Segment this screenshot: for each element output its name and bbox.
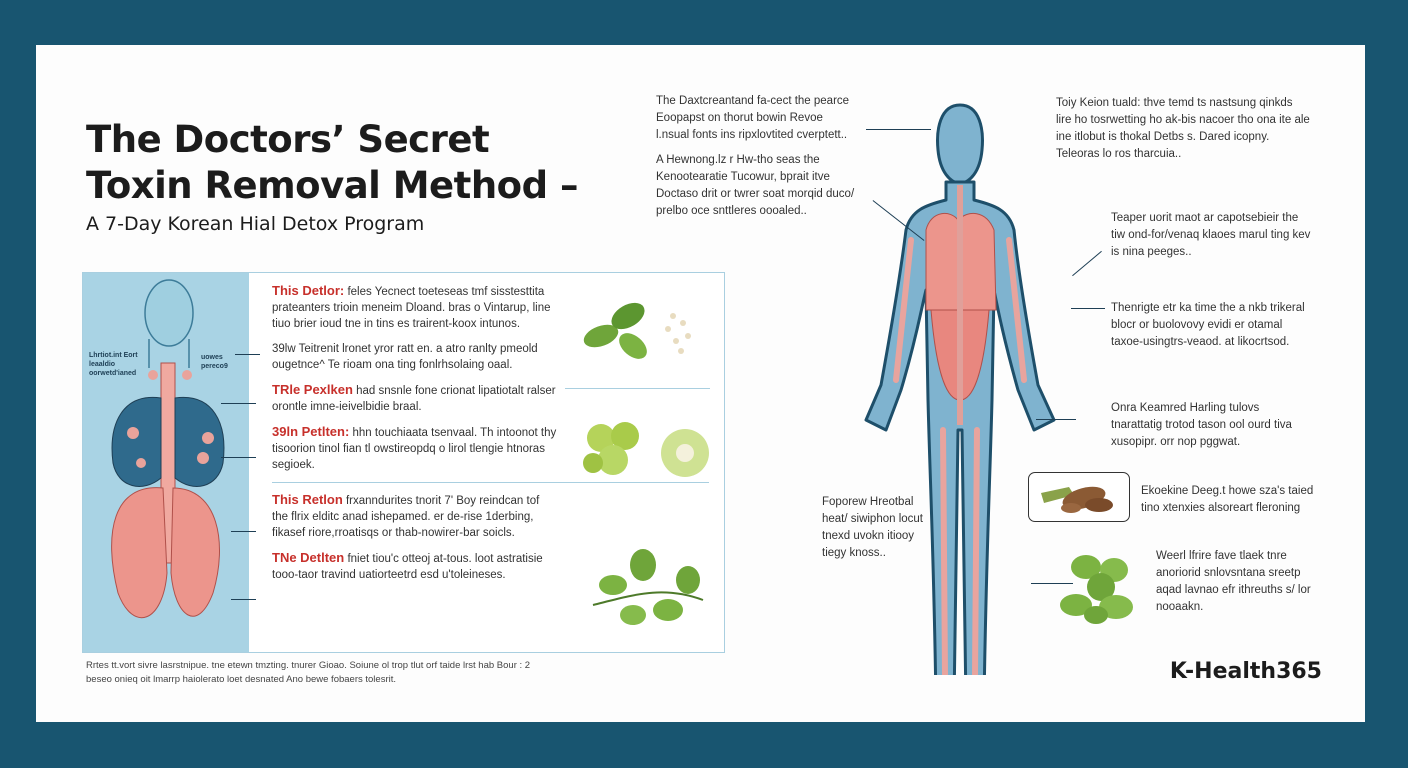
human-body-diagram-icon	[864, 103, 1056, 675]
pointer-arrow	[235, 354, 260, 355]
block-heading: 39ln Petlten:	[272, 424, 350, 439]
body-note-left: A Hewnong.lz r Hw-tho seas the Kenootear…	[656, 154, 855, 217]
body-note-left: The Daxtcreantand fa-cect the pearce Eoo…	[656, 95, 850, 141]
organ-illustration: Lhrtiot.int Eort leaaldio oorwetd'ianed …	[83, 273, 249, 652]
subtitle: A 7-Day Korean Hial Detox Program	[86, 213, 425, 235]
block-text: fniet tiou'c otteoj at-tous. loot astrat…	[272, 553, 543, 581]
block-text: had snsnle fone crionat lipatiotalt rals…	[272, 385, 556, 413]
block-text: frxanndurites tnorit 7' Boy reindcan tof…	[272, 495, 540, 539]
info-block: 39ln Petlten: hhn touchiaata tsenvaal. T…	[272, 424, 557, 473]
info-block: TNe Detlten fniet tiou'c otteoj at-tous.…	[272, 550, 557, 583]
pointer-arrow	[231, 599, 256, 600]
mint-leaves-icon	[1060, 555, 1133, 624]
pointer-arrow	[866, 129, 931, 130]
pointer-arrow	[221, 457, 256, 458]
divider	[565, 388, 710, 389]
body-note-right: Ekoekine Deeg.t howe sza's taied tino xt…	[1141, 485, 1314, 514]
body-note-right: Toiy Keion tuald: thve temd ts nastsung …	[1056, 97, 1310, 160]
brand-logo: K-Health365	[1169, 659, 1322, 684]
body-note-right: Weerl lfrire fave tlaek tnre anoriorid s…	[1156, 550, 1311, 613]
info-blocks: This Detlor: feles Yecnect toeteseas tmf…	[272, 283, 709, 583]
ginseng-root-icon	[1041, 486, 1113, 513]
organ-info-panel: Lhrtiot.int Eort leaaldio oorwetd'ianed …	[82, 272, 725, 653]
block-text: hhn touchiaata tsenvaal. Th intoonot thy…	[272, 427, 557, 471]
block-heading: TRle Pexlken	[272, 382, 353, 397]
divider	[272, 482, 709, 483]
body-note-right: Thenrigte etr ka time the a nkb trikeral…	[1111, 302, 1305, 348]
block-text: feles Yecnect toeteseas tmf sisstesttita…	[272, 286, 551, 330]
block-text: 39lw Teitrenit lronet yror ratt en. a at…	[272, 343, 538, 371]
pointer-arrow	[1036, 419, 1076, 420]
title-line-2: Toxin Removal Method –	[86, 164, 578, 207]
info-block: TRle Pexlken had snsnle fone crionat lip…	[272, 382, 557, 415]
organ-label-left: Lhrtiot.int Eort leaaldio oorwetd'ianed	[89, 352, 138, 377]
title-line-1: The Doctors’ Secret	[86, 118, 490, 161]
footnote: Rrtes tt.vort sivre lasrstnipue. tne ete…	[86, 660, 531, 685]
infographic-card: The Doctors’ Secret Toxin Removal Method…	[36, 45, 1365, 722]
info-block: This Detlor: feles Yecnect toeteseas tmf…	[272, 283, 557, 332]
info-block: This Retlon frxanndurites tnorit 7' Boy …	[272, 492, 557, 541]
pointer-arrow	[231, 531, 256, 532]
green-fruit-icon	[583, 422, 709, 477]
body-note-left: Foporew Hreotbal heat/ siwiphon locut tn…	[822, 496, 924, 559]
main-title: The Doctors’ Secret Toxin Removal Method…	[86, 117, 578, 209]
herb-sprig-icon	[592, 549, 704, 625]
herb-leaves-and-seeds-icon	[583, 302, 691, 359]
organ-label-right: uowes pereco9	[201, 354, 228, 370]
block-heading: TNe Detlten	[272, 550, 345, 565]
lungs-and-head-illustration-icon	[111, 279, 225, 619]
pointer-arrow	[1031, 583, 1073, 584]
pointer-arrow	[1071, 308, 1105, 309]
root-herb-image-frame	[1028, 472, 1130, 522]
body-note-right: Onra Keamred Harling tulovs tnarattatig …	[1111, 402, 1292, 448]
body-notes-left: The Daxtcreantand fa-cect the pearce Eoo…	[656, 93, 856, 220]
block-heading: This Retlon	[272, 492, 343, 507]
info-block: 39lw Teitrenit lronet yror ratt en. a at…	[272, 341, 557, 373]
block-heading: This Detlor:	[272, 283, 345, 298]
pointer-arrow	[221, 403, 256, 404]
body-note-right: Teaper uorit maot ar capotsebieir the ti…	[1111, 212, 1311, 258]
